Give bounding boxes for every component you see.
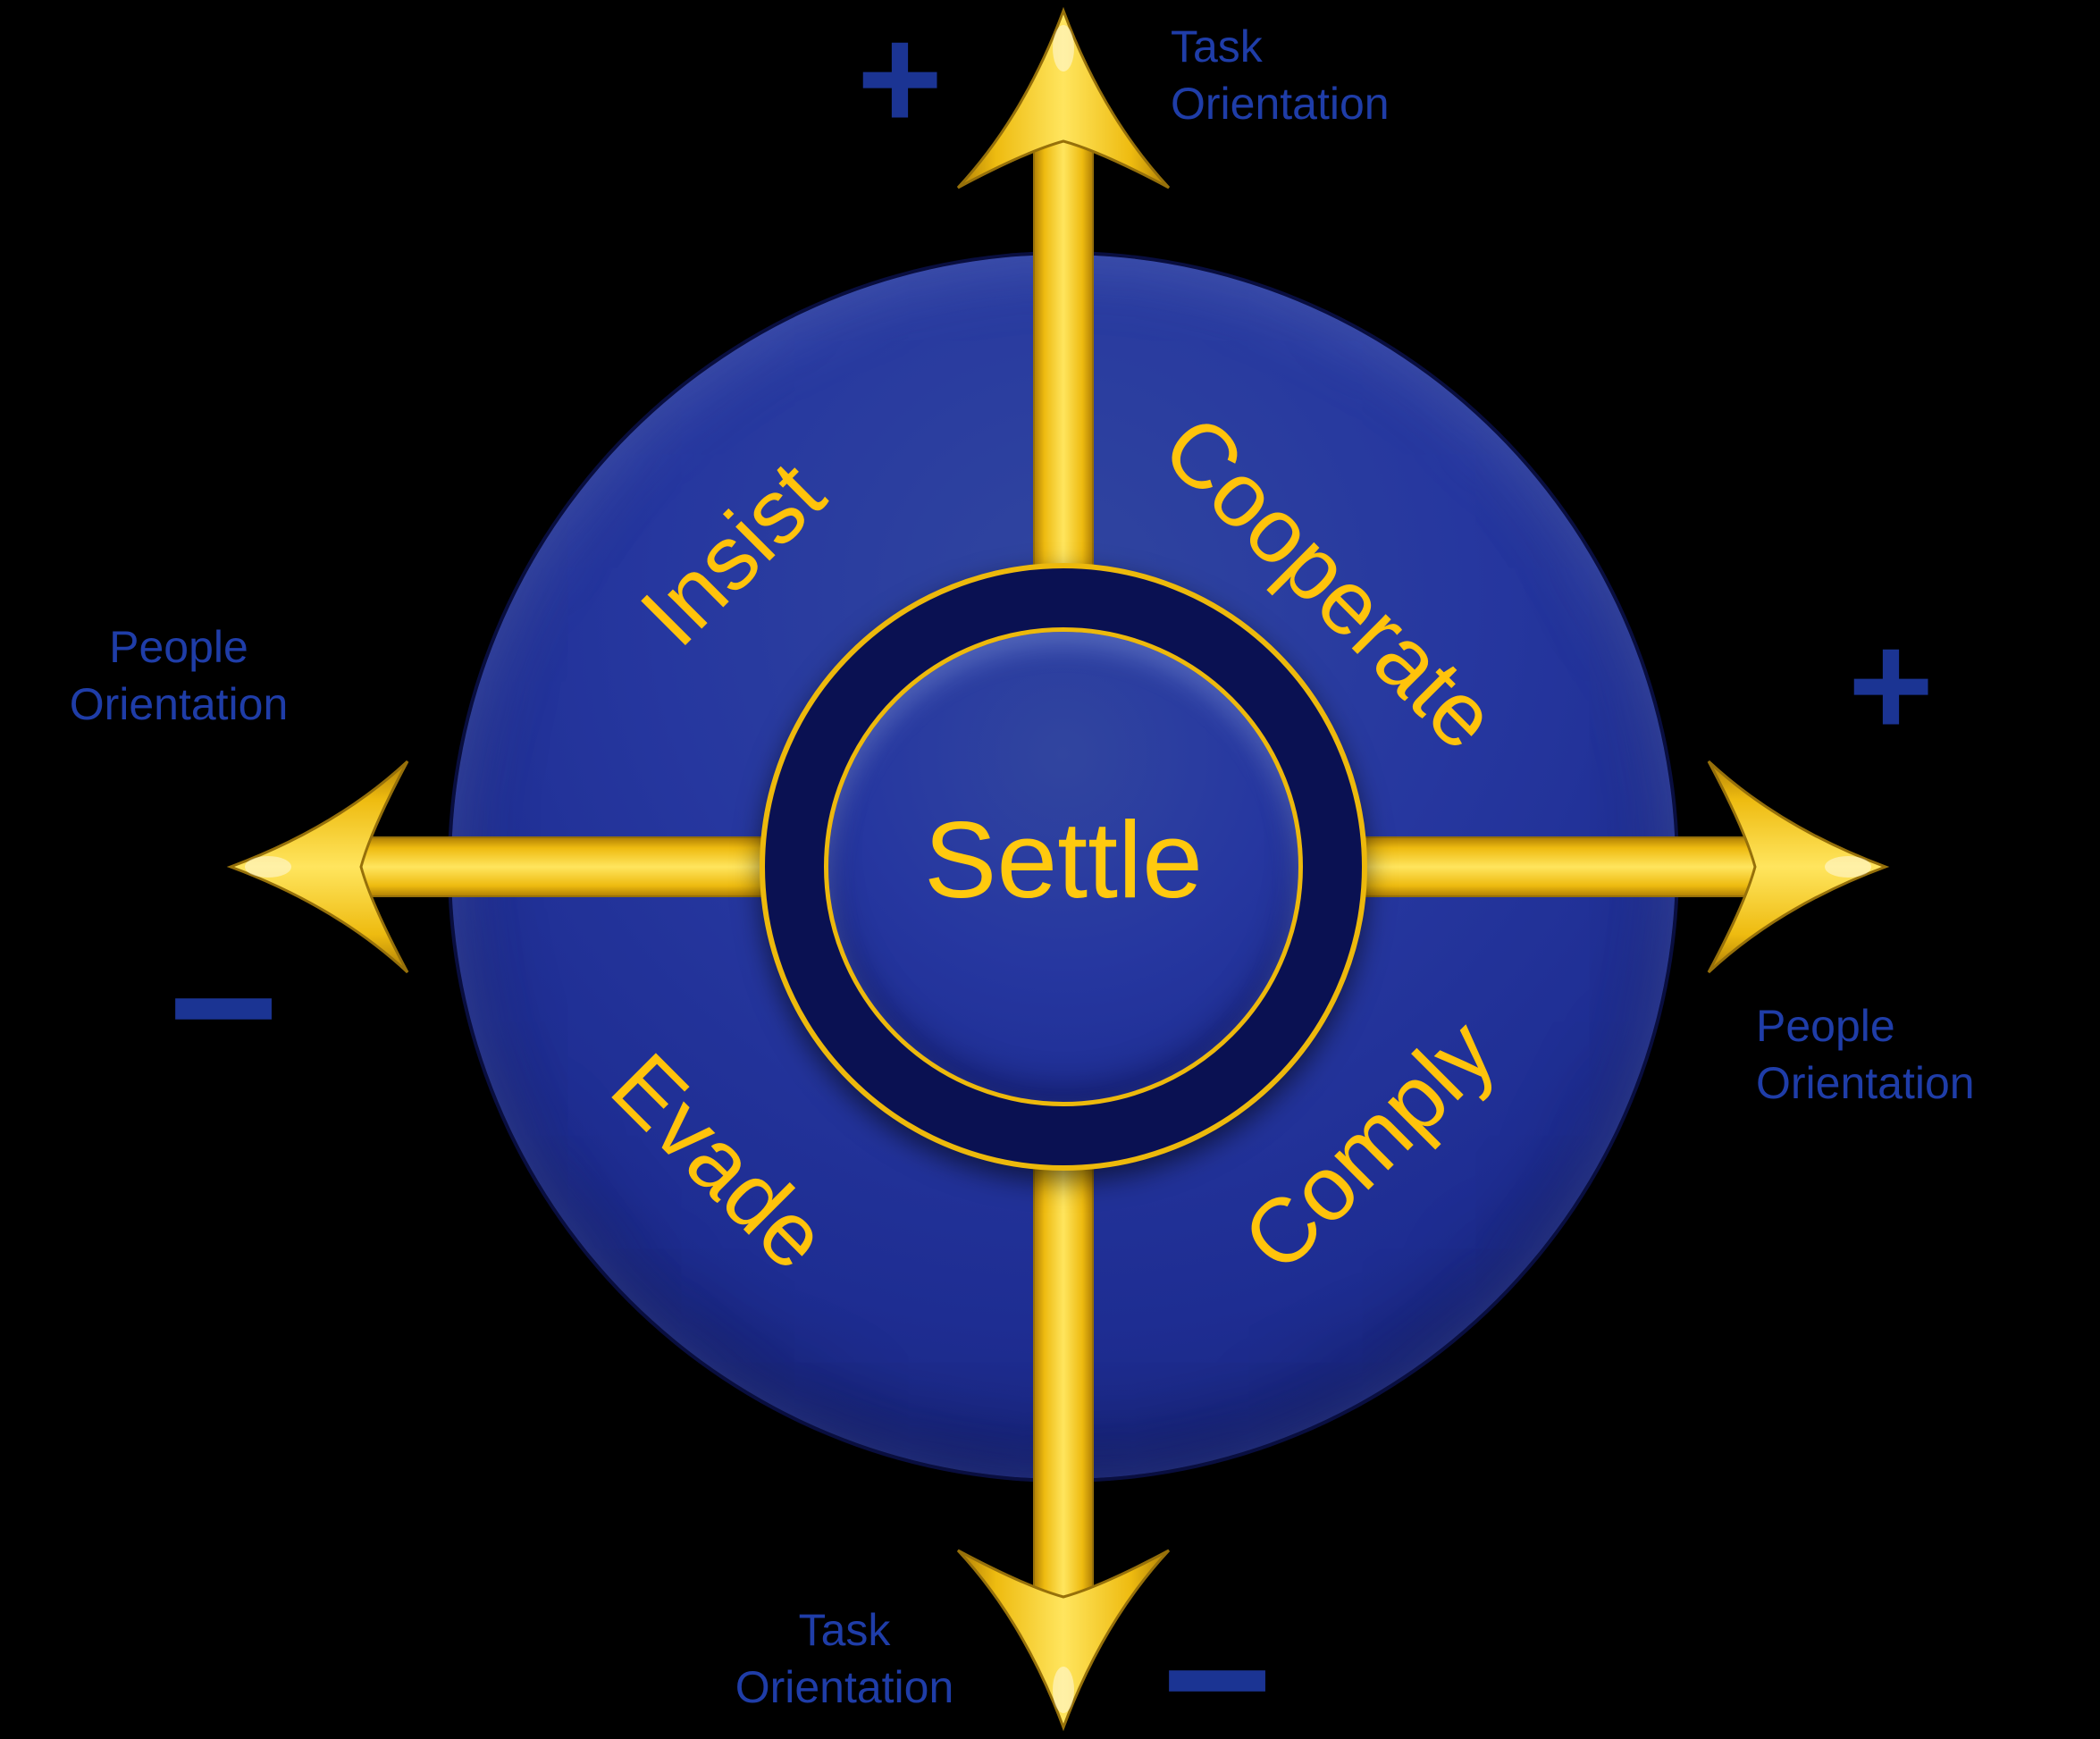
center-label: Settle [924, 799, 1203, 920]
axis-label-line: Task [798, 1605, 891, 1655]
axis-label-line: Orientation [1756, 1058, 1975, 1108]
minus-sign-left: − [167, 898, 280, 1114]
axis-label-task-bottom: Task Orientation [666, 1601, 1023, 1716]
axis-label-people-right: People Orientation [1756, 997, 1975, 1112]
axis-label-line: People [1756, 1001, 1895, 1051]
axis-label-line: Orientation [735, 1662, 954, 1712]
center-disc [824, 627, 1303, 1106]
axis-label-line: Orientation [1171, 79, 1390, 129]
axis-label-line: People [109, 622, 248, 672]
plus-sign-top: + [856, 0, 944, 161]
axis-label-people-left: People Orientation [0, 618, 357, 733]
axis-label-line: Task [1171, 21, 1263, 71]
minus-sign-bottom: − [1161, 1570, 1273, 1739]
axis-label-task-top: Task Orientation [1171, 18, 1390, 132]
axis-label-line: Orientation [69, 679, 289, 729]
plus-sign-right: + [1847, 602, 1935, 768]
